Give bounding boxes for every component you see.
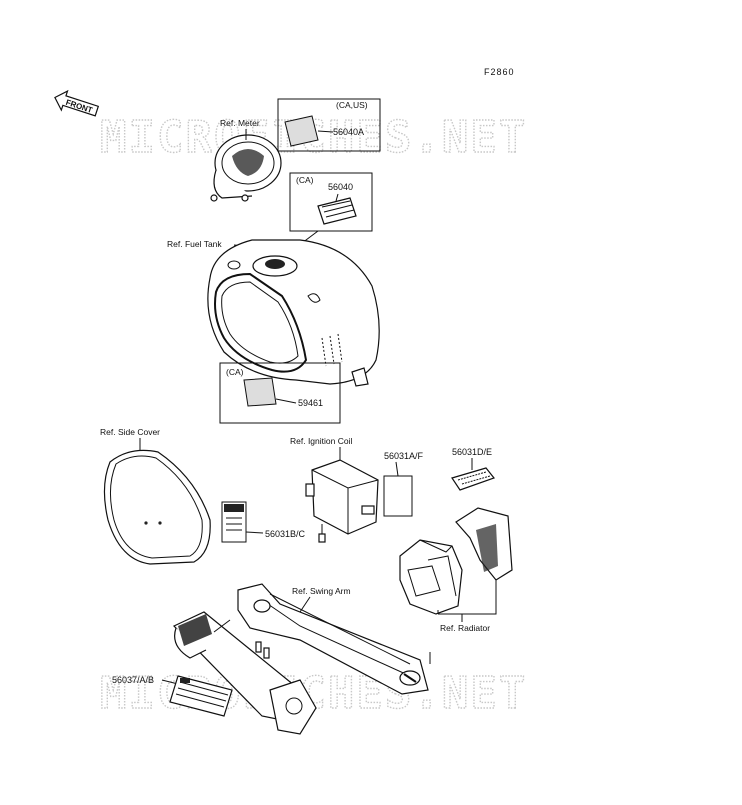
label-56031A-F-sticker [383,475,413,517]
region-ca-us: (CA,US) [336,100,368,110]
part-59461: 59461 [298,398,323,408]
fuel-tank-drawing [207,239,380,387]
radiator-drawing [399,507,513,615]
region-ca-top: (CA) [296,175,314,185]
side-cover-drawing [103,449,211,565]
ref-radiator-label: Ref. Radiator [440,623,490,633]
part-56031A-F: 56031A/F [384,451,424,461]
swing-arm-drawing [172,583,431,735]
ref-meter-label: Ref. Meter [220,118,260,128]
part-56040: 56040 [328,182,353,192]
region-ca-bottom: (CA) [226,367,244,377]
ignition-coil-drawing [305,459,379,543]
label-56031B-C [221,501,247,543]
label-box-56040: (CA) 56040 [289,172,373,232]
ref-ignition-coil-label: Ref. Ignition Coil [290,436,352,446]
part-56040A: 56040A [333,127,364,137]
part-56037-A-B: 56037/A/B [112,675,154,685]
label-box-59461: (CA) 59461 [219,362,341,424]
label-box-56040A: (CA,US) 56040A [277,98,381,152]
front-arrow-icon: FRONT [54,89,100,117]
label-56037-A-B-sticker [169,675,233,717]
figure-number: F2860 [484,67,515,77]
ref-swing-arm-label: Ref. Swing Arm [292,586,351,596]
label-56031D-E-sticker [451,467,495,491]
part-56031B-C: 56031B/C [265,529,306,539]
ref-fuel-tank-label: Ref. Fuel Tank [167,239,222,249]
part-56031D-E: 56031D/E [452,447,492,457]
ref-side-cover-label: Ref. Side Cover [100,427,160,437]
meter-drawing [210,134,282,202]
